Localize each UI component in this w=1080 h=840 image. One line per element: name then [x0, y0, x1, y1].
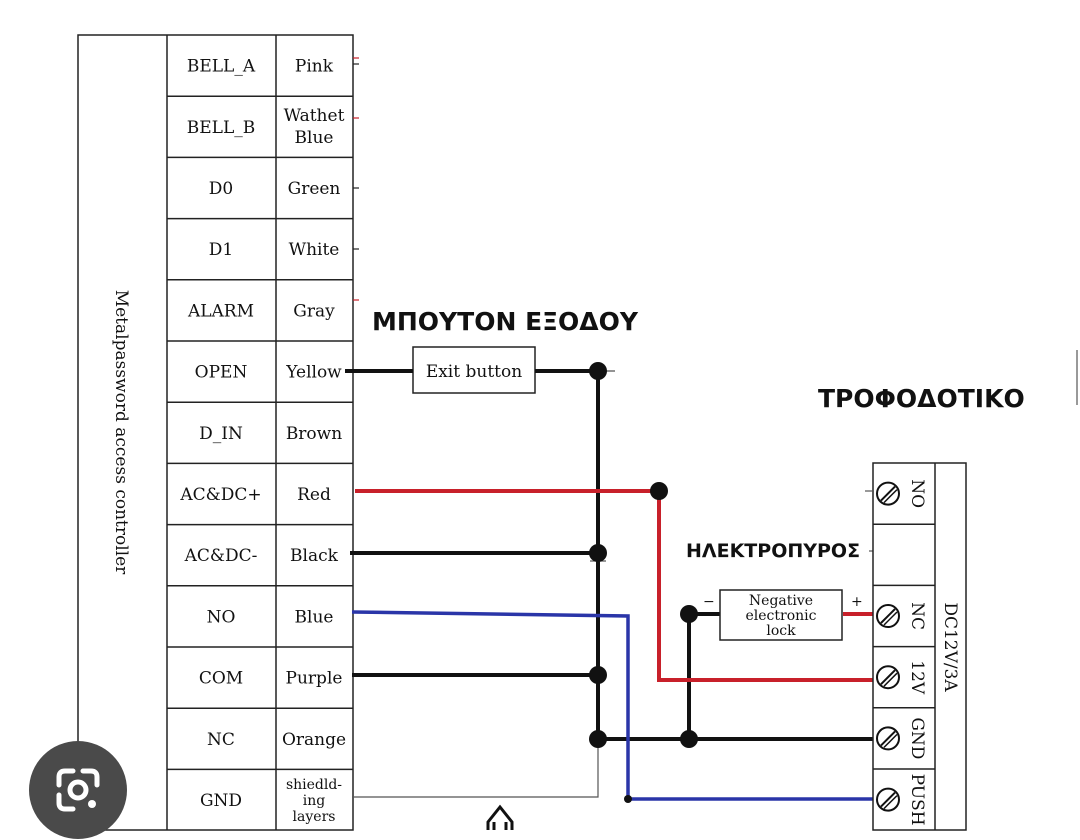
lock-plus-sign: + — [851, 594, 863, 610]
controller-frame — [77, 34, 354, 831]
terminal-wire-color: Black — [290, 546, 339, 566]
junction-dots — [589, 362, 698, 803]
power-supply-heading: ΤΡΟΦΟΔΟΤΙΚΟ — [818, 384, 1025, 413]
terminal-pin-label: OPEN — [195, 363, 248, 383]
psu-terminal-label: NO — [907, 479, 927, 508]
power-supply-rating: DC12V/3A — [940, 602, 960, 692]
terminal-pin-label: D0 — [209, 179, 233, 199]
shield-wire — [352, 739, 599, 798]
terminal-wire-color: Orange — [282, 730, 346, 750]
terminal-pin-label: ALARM — [187, 301, 254, 321]
controller-label: Metalpassword access controller — [111, 290, 131, 575]
terminal-pin-label: GND — [200, 791, 242, 811]
edge-ticks — [353, 63, 359, 250]
terminal-wire-color-line: ing — [303, 793, 325, 809]
terminal-wire-color: Blue — [295, 607, 334, 627]
lock-heading: ΗΛΕΚΤΡΟΠΥΡΟΣ — [686, 540, 860, 562]
psu-terminal-label: PUSH — [907, 774, 927, 826]
screw-slot — [883, 489, 898, 504]
psu-terminal-label: NC — [907, 602, 927, 630]
terminal-wire-color: Brown — [286, 424, 342, 444]
lens-glyph — [56, 768, 100, 812]
exit-button-label: Exit button — [426, 362, 522, 382]
lock-label-line-2: electronic — [746, 608, 817, 624]
terminal-pin-label: AC&DC+ — [179, 485, 261, 505]
terminal-pin-label: COM — [199, 669, 243, 689]
terminal-wire-color: Green — [288, 179, 341, 199]
terminal-pin-label: D_IN — [199, 424, 243, 444]
exit-button-box — [412, 346, 536, 394]
edge-ticks-red — [353, 57, 359, 301]
screw-slot — [883, 733, 898, 748]
screw-slot — [880, 730, 896, 747]
terminal-wire-color: Purple — [286, 669, 343, 689]
screw-slot — [883, 611, 898, 626]
screw-slot — [883, 672, 898, 687]
terminal-pin-label: AC&DC- — [184, 546, 258, 566]
lock-label-line-3: lock — [766, 623, 796, 639]
terminal-wire-color: Gray — [293, 301, 335, 321]
screw-slot — [883, 795, 898, 810]
terminal-pin-label: NC — [207, 730, 235, 750]
power-supply-rows: NO NC 12V GND PUSH — [873, 479, 935, 826]
terminal-wire-color-line: Wathet — [284, 106, 345, 126]
screw-slot — [880, 791, 896, 808]
screw-slot — [880, 608, 896, 624]
terminal-pin-label: D1 — [209, 240, 233, 260]
lock-label-line-1: Negative — [749, 593, 813, 609]
blue-wire — [351, 610, 873, 801]
terminal-wire-color-line: layers — [293, 809, 336, 825]
red-wire — [355, 489, 873, 682]
up-arrow-icon — [486, 804, 514, 830]
psu-terminal-label: GND — [907, 717, 927, 759]
terminal-wire-color-line: Blue — [295, 128, 334, 148]
lock-minus-sign: − — [703, 594, 715, 610]
terminal-wire-color: White — [289, 240, 340, 260]
screw-slot — [880, 485, 896, 502]
google-lens-icon[interactable] — [29, 741, 127, 839]
terminal-wire-color-line: shiedld- — [286, 777, 342, 793]
terminal-pin-label: BELL_B — [187, 118, 255, 138]
terminal-wire-color: Pink — [295, 57, 334, 77]
terminal-pin-label: BELL_A — [187, 57, 256, 77]
exit-button-heading: ΜΠΟΥΤΟΝ ΕΞΟΔΟΥ — [372, 307, 639, 336]
terminal-wire-color: Red — [297, 485, 331, 505]
terminal-pin-label: NO — [207, 607, 236, 627]
lock-box — [719, 589, 843, 641]
terminal-wire-color: Yellow — [285, 363, 342, 383]
psu-terminal-label: 12V — [907, 660, 927, 695]
screw-slot — [880, 669, 896, 685]
